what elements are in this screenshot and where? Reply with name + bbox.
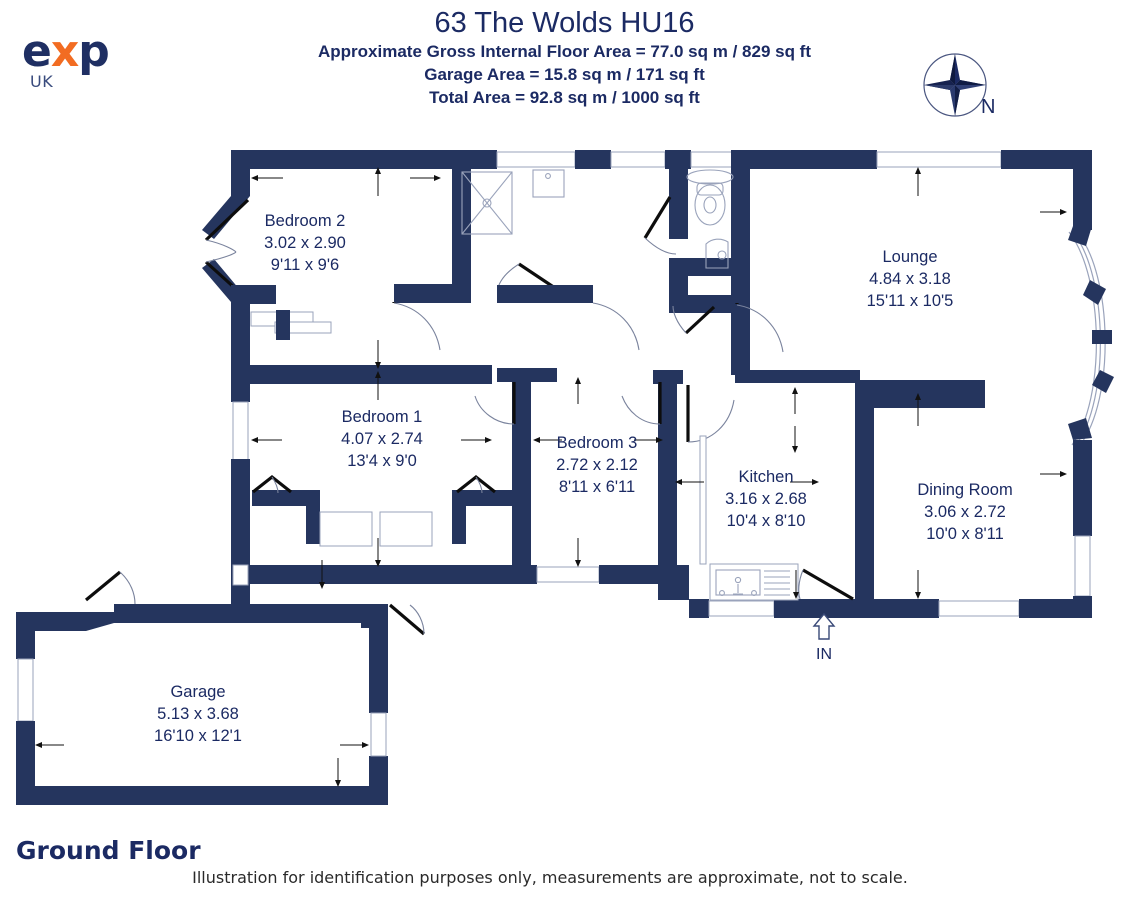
total-area-text: Total Area = 92.8 sq m / 1000 sq ft xyxy=(429,88,700,107)
brand-wordmark: exp xyxy=(22,30,132,74)
shower-room-fixtures xyxy=(461,169,565,235)
wc-fixtures xyxy=(686,169,734,269)
entry-arrow-icon xyxy=(812,612,836,640)
kitchen-worktop xyxy=(699,435,799,601)
door-bedroom3 xyxy=(621,382,662,425)
wardrobe-bedroom2 xyxy=(250,310,332,340)
entry-label: IN xyxy=(816,646,832,663)
door-hall-left xyxy=(392,302,441,351)
front-entrance-door xyxy=(798,568,854,601)
door-bedroom1 xyxy=(474,382,516,425)
gross-internal-area-text: Approximate Gross Internal Floor Area = … xyxy=(318,42,811,61)
disclaimer-text: Illustration for identification purposes… xyxy=(192,868,908,887)
brand-region-label: UK xyxy=(30,72,54,91)
garage-area-text: Garage Area = 15.8 sq m / 171 sq ft xyxy=(424,65,705,84)
wardrobe-bedroom1 xyxy=(252,474,373,547)
compass-north-label: N xyxy=(981,96,996,118)
plan-header: 63 The Wolds HU16 Approximate Gross Inte… xyxy=(0,6,1129,109)
door-kitchen xyxy=(686,385,735,443)
compass-rose: N xyxy=(915,48,1005,128)
brand-letter-e: e xyxy=(22,26,52,77)
page-title: 63 The Wolds HU16 xyxy=(434,7,695,39)
exp-uk-logo: exp UK xyxy=(22,30,132,100)
floor-title: Ground Floor xyxy=(16,836,201,865)
door-garage-to-house xyxy=(388,603,426,636)
door-wc-upper xyxy=(643,196,677,255)
compass-rose-icon xyxy=(923,53,987,117)
brand-letter-p: p xyxy=(78,26,109,77)
wardrobe-bedroom3 xyxy=(379,474,512,547)
door-hall-right xyxy=(592,302,640,351)
dimension-arrows xyxy=(35,167,1067,787)
entry-marker: IN xyxy=(804,612,844,664)
bay-window-lounge xyxy=(1068,226,1114,446)
brand-letter-x: x xyxy=(50,26,79,77)
door-garage-side xyxy=(84,570,136,605)
door-wc-lower xyxy=(672,305,716,335)
door-hall-far-right xyxy=(735,303,784,353)
